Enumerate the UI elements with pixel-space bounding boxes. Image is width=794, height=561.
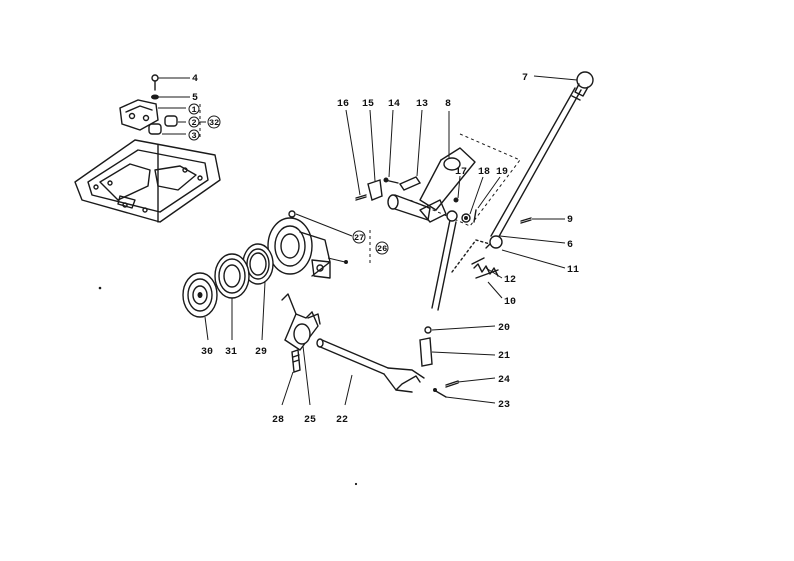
callout-13: 13 [416,99,428,110]
pin-19 [473,209,477,223]
transmission-cover [74,139,221,223]
washer-5 [151,94,159,100]
callout-8: 8 [445,99,451,110]
callout-2: 2 [192,118,197,128]
spring-10 [471,257,499,279]
pin-24 [445,380,459,388]
callout-22: 22 [336,415,348,426]
callout-9: 9 [567,215,573,226]
part-20 [424,326,432,334]
callout-17: 17 [455,167,467,178]
callout-3: 3 [192,131,197,141]
callout-14: 14 [388,99,400,110]
part-13 [398,176,422,191]
callout-6: 6 [567,240,573,251]
callout-27: 27 [354,233,364,243]
callout-26: 26 [377,244,387,254]
bearing-31 [214,253,250,299]
hub-30 [182,272,218,318]
pin-9 [520,217,532,224]
bracket-8 [387,133,521,227]
callout-7: 7 [522,73,528,84]
callout-10: 10 [504,297,516,308]
part-17 [453,197,459,203]
callout-32: 32 [209,118,219,128]
selector-housing [119,99,178,135]
callout-20: 20 [498,323,510,334]
bolt-4 [151,74,159,91]
callout-29: 29 [255,347,267,358]
long-rod [431,210,458,311]
callout-4: 4 [192,74,198,85]
callout-25: 25 [304,415,316,426]
callout-18: 18 [478,167,490,178]
clutch-housing [267,217,331,279]
callout-15: 15 [362,99,374,110]
callout-24: 24 [498,375,510,386]
sleeve-21 [419,337,433,367]
callout-30: 30 [201,347,213,358]
callout-5: 5 [192,93,198,104]
callout-21: 21 [498,351,510,362]
pin-28 [291,349,301,373]
callout-19: 19 [496,167,508,178]
callout-28: 28 [272,415,284,426]
screw-14 [383,177,399,184]
shift-fork-25 [281,293,321,351]
block-15 [367,179,383,201]
shift-rod-22 [316,338,425,393]
callout-16: 16 [337,99,349,110]
pin-23 [433,388,447,398]
callout-12: 12 [504,275,516,286]
callout-11: 11 [567,265,579,276]
callout-31: 31 [225,347,237,358]
shift-lever [485,71,594,249]
callout-23: 23 [498,400,510,411]
part-18 [461,213,471,223]
callout-1: 1 [192,105,197,115]
pin-16 [355,194,367,201]
